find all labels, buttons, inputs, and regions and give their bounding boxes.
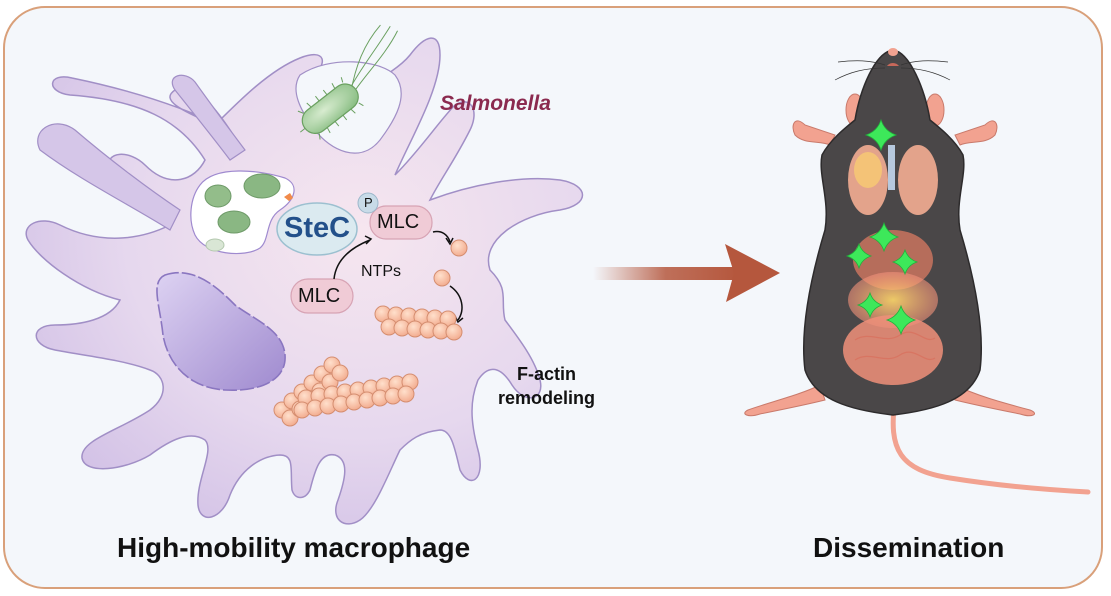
- green-star-icon: [891, 248, 919, 276]
- stec-label: SteC: [284, 212, 351, 244]
- green-star-icon: [856, 291, 884, 319]
- phosphate-label: P: [364, 195, 373, 210]
- f-actin-label: F-actin remodeling: [498, 362, 595, 410]
- reaction-arrows: [333, 230, 464, 324]
- f-actin-label-line1: F-actin: [517, 364, 577, 384]
- actin-monomer: [433, 269, 451, 287]
- macrophage-caption: High-mobility macrophage: [117, 532, 471, 563]
- salmonella-bacterium: [297, 24, 398, 140]
- green-star-icon: [885, 304, 917, 336]
- mouse-illustration: [744, 48, 1091, 495]
- stec-effector: [276, 202, 358, 256]
- f-actin-label-line2: remodeling: [498, 388, 596, 408]
- mouse-tail: [890, 397, 1091, 495]
- ntps-label: NTPs: [361, 263, 401, 280]
- green-star-icon: [868, 221, 900, 253]
- transition-arrow: [593, 244, 780, 302]
- mlc-phosphorylated-label: MLC: [377, 211, 420, 233]
- mlc-phosphorylated-bubble: [369, 205, 433, 240]
- actin-bead: [397, 385, 415, 403]
- phosphate-badge: [357, 192, 379, 214]
- mlc-bubble: [290, 278, 354, 314]
- green-star-icon: [864, 118, 898, 152]
- actin-bead: [445, 323, 463, 341]
- green-star-icon: [845, 242, 873, 270]
- salmonella-label: Salmonella: [440, 92, 551, 115]
- mlc-label: MLC: [298, 285, 341, 307]
- salmonella-vacuole: [190, 170, 295, 255]
- effector-release-icon: [284, 193, 293, 201]
- f-actin-filaments: [273, 305, 463, 427]
- actin-monomer: [450, 239, 468, 257]
- nucleus: [156, 272, 286, 391]
- infection-markers: [845, 118, 919, 336]
- actin-bead: [331, 364, 349, 382]
- dissemination-caption: Dissemination: [813, 532, 1005, 563]
